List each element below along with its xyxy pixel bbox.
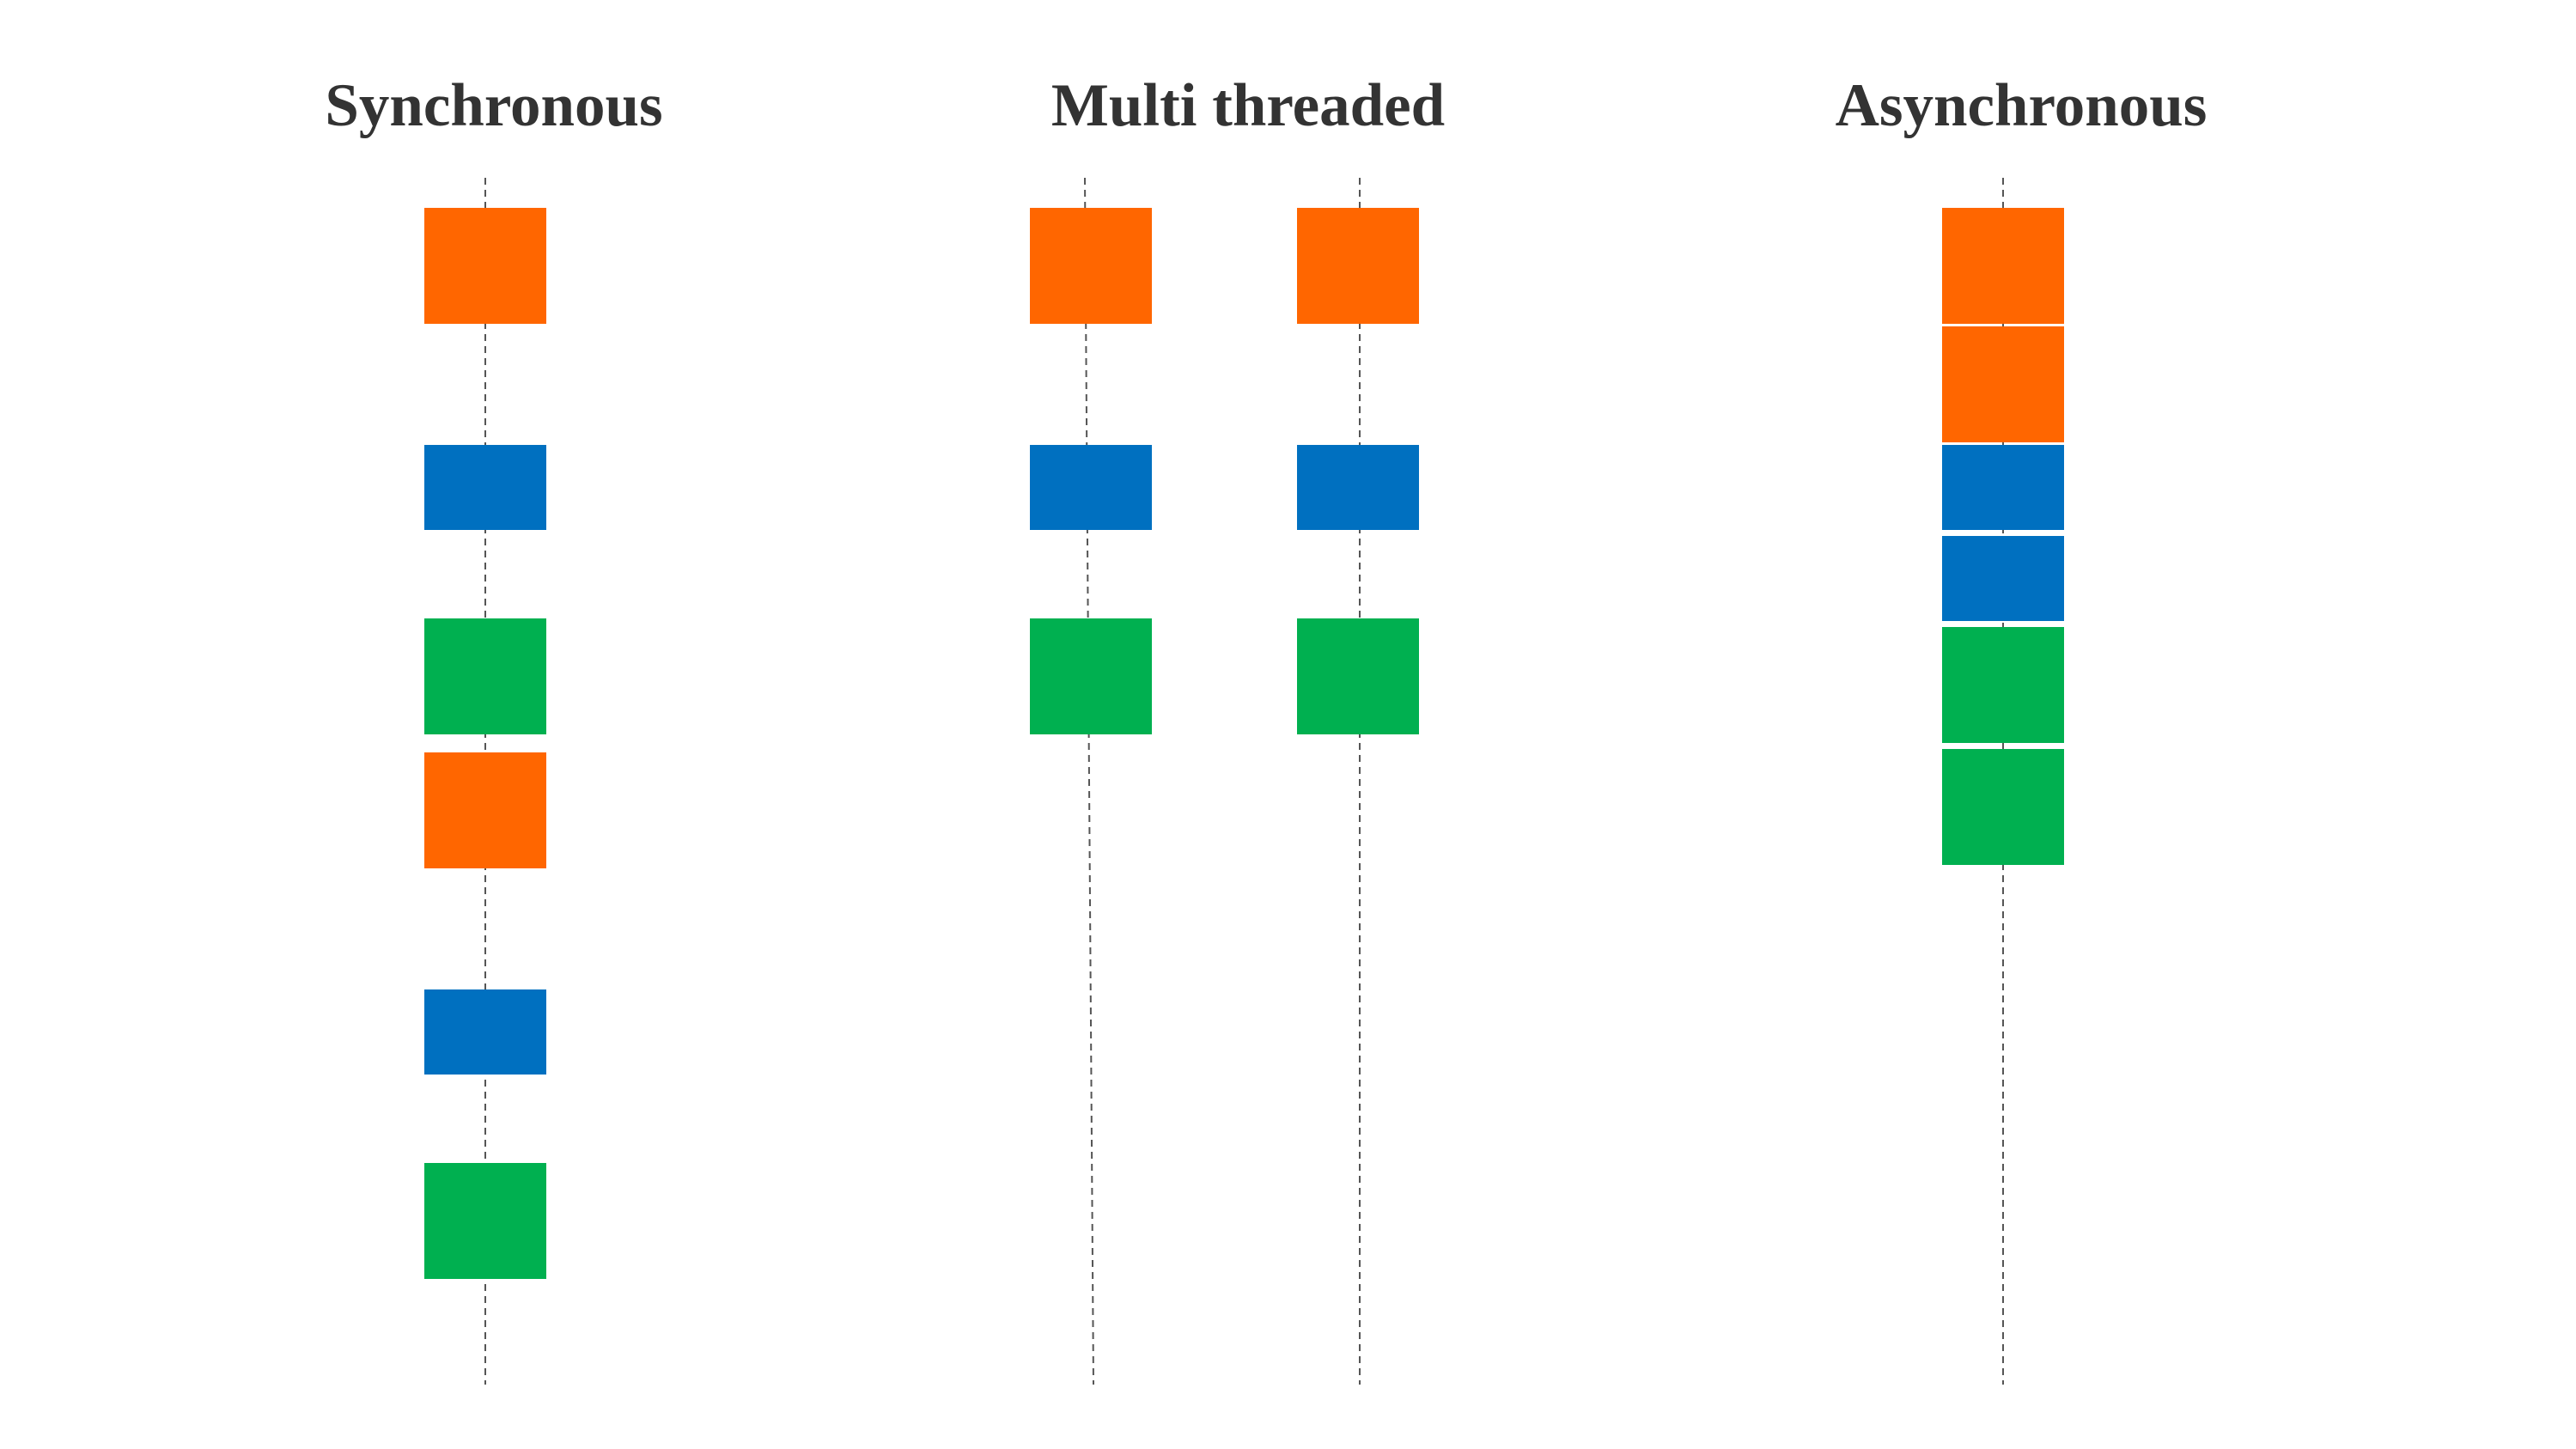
asynchronous-title: Asynchronous bbox=[1835, 72, 2208, 139]
asynchronous-task-2-io-block bbox=[1942, 326, 2064, 442]
multi-threaded-column bbox=[1030, 177, 1419, 1385]
synchronous-task-2-result-block bbox=[424, 1163, 546, 1279]
synchronous-column bbox=[424, 178, 546, 1385]
multi-threaded-thread-2-task-2-result-block bbox=[1297, 618, 1419, 734]
multi-threaded-thread-2-task-2-cpu-block bbox=[1297, 445, 1419, 530]
multi-threaded-thread-1-task-1-result-block bbox=[1030, 618, 1152, 734]
asynchronous-column bbox=[1942, 178, 2064, 1385]
synchronous-title: Synchronous bbox=[325, 72, 663, 139]
multi-threaded-thread-1-task-1-io-block bbox=[1030, 208, 1152, 324]
multi-threaded-thread-2-task-2-io-block bbox=[1297, 208, 1419, 324]
synchronous-task-1-io-block bbox=[424, 208, 546, 324]
synchronous-task-1-cpu-block bbox=[424, 445, 546, 530]
asynchronous-task-2-result-block bbox=[1942, 749, 2064, 865]
multi-threaded-thread-1-task-1-cpu-block bbox=[1030, 445, 1152, 530]
synchronous-task-1-result-block bbox=[424, 618, 546, 734]
synchronous-task-2-cpu-block bbox=[424, 989, 546, 1075]
multi-threaded-thread-1-timeline bbox=[1084, 177, 1094, 1385]
synchronous-task-2-io-block bbox=[424, 752, 546, 868]
asynchronous-task-2-cpu-block bbox=[1942, 536, 2064, 621]
multi-threaded-title: Multi threaded bbox=[1050, 72, 1446, 139]
asynchronous-task-1-cpu-block bbox=[1942, 445, 2064, 530]
asynchronous-task-1-io-block bbox=[1942, 208, 2064, 324]
asynchronous-task-1-result-block bbox=[1942, 627, 2064, 743]
